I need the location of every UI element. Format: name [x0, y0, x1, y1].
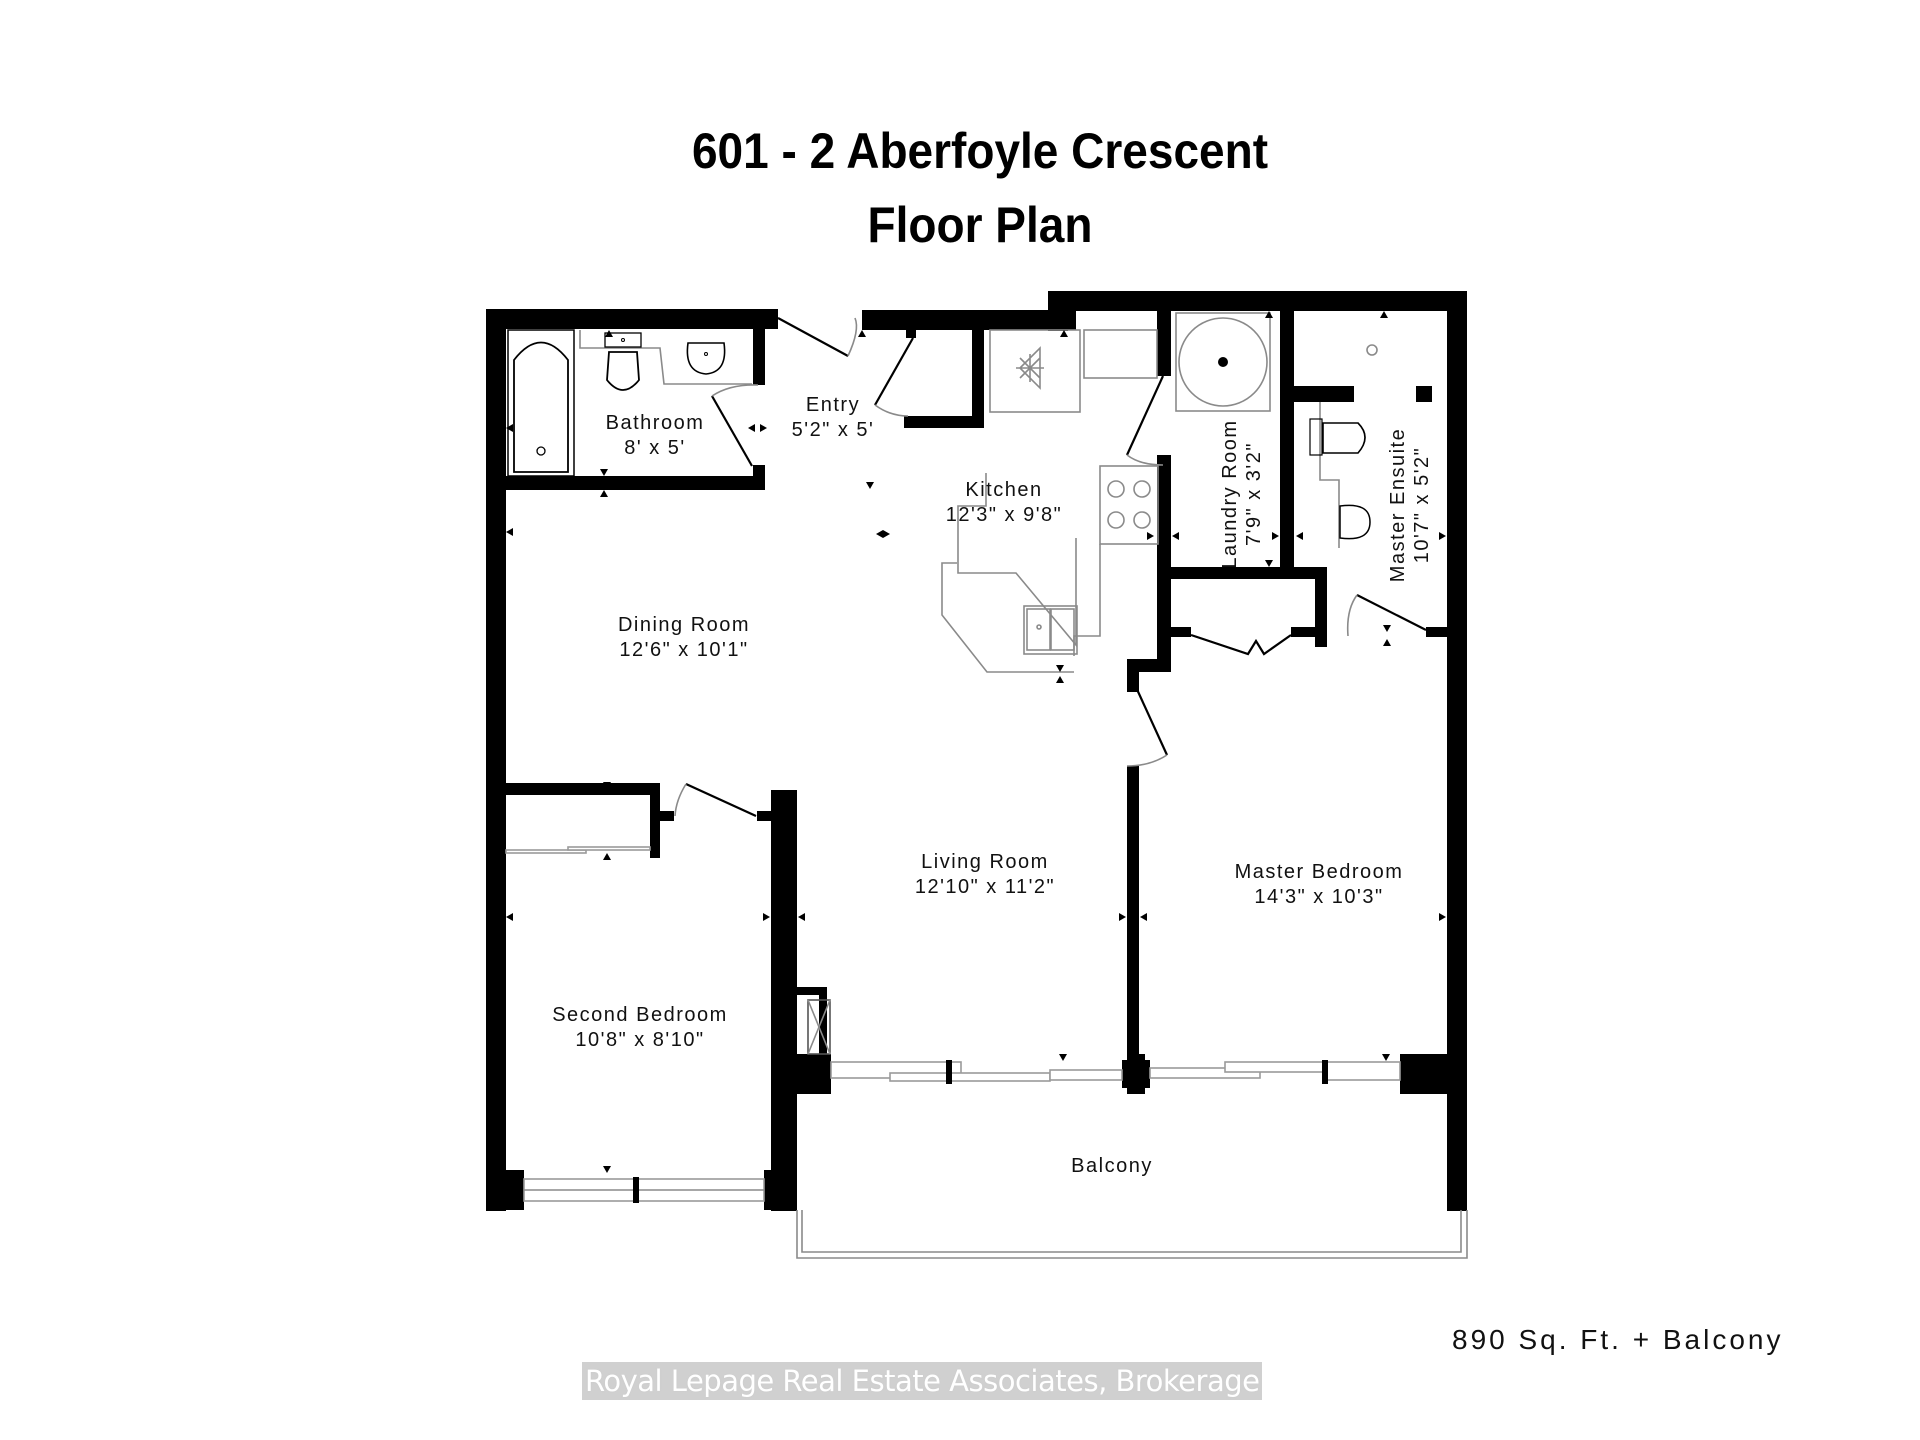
ensuite-toilet-icon — [1309, 402, 1366, 548]
room-name-laundry: Laundry Room — [1219, 419, 1241, 568]
balcony-railing — [796, 1210, 1468, 1259]
room-size-entry: 5'2" x 5' — [792, 419, 875, 441]
room-name-living-room: Living Room — [921, 851, 1049, 873]
room-size-master-ensuite: 10'7" x 5'2" — [1411, 447, 1433, 564]
walls — [486, 291, 1467, 1211]
room-name-dining-room: Dining Room — [618, 614, 750, 636]
sink-icon — [686, 342, 726, 375]
room-name-entry: Entry — [806, 394, 860, 416]
room-size-second-bedroom: 10'8" x 8'10" — [575, 1029, 704, 1051]
washer-icon — [1175, 312, 1271, 412]
shower-icon — [1366, 344, 1378, 356]
room-size-living-room: 12'10" x 11'2" — [915, 876, 1055, 898]
room-name-bathroom: Bathroom — [606, 412, 705, 434]
room-size-bathroom: 8' x 5' — [624, 437, 686, 459]
plan-title: 601 - 2 Aberfoyle Crescent — [691, 123, 1269, 179]
cabinet — [1083, 329, 1158, 379]
dimension-markers — [506, 311, 1446, 1173]
brokerage-watermark: Royal Lepage Real Estate Associates, Bro… — [582, 1362, 1263, 1400]
plan-subtitle: Floor Plan — [867, 197, 1093, 253]
stove-icon — [1099, 465, 1159, 545]
room-labels: Bathroom 8' x 5' Entry 5'2" x 5' Kitchen… — [552, 394, 1433, 1177]
room-size-kitchen: 12'3" x 9'8" — [946, 504, 1063, 526]
total-area: 890 Sq. Ft. + Balcony — [1452, 1324, 1784, 1355]
room-size-dining-room: 12'6" x 10'1" — [619, 639, 748, 661]
room-size-master-bedroom: 14'3" x 10'3" — [1254, 886, 1383, 908]
fridge-icon — [989, 329, 1081, 413]
doors — [505, 317, 1427, 854]
room-name-kitchen: Kitchen — [965, 479, 1042, 501]
ensuite-sink-icon — [1339, 504, 1371, 540]
double-sink-icon — [1023, 605, 1078, 655]
room-name-master-ensuite: Master Ensuite — [1387, 428, 1409, 582]
room-name-second-bedroom: Second Bedroom — [552, 1004, 728, 1026]
toilet-icon — [579, 330, 752, 391]
room-size-laundry: 7'9" x 3'2" — [1243, 442, 1265, 546]
room-name-master-bedroom: Master Bedroom — [1235, 861, 1404, 883]
bathtub-icon — [507, 329, 575, 477]
closet-icon — [807, 999, 831, 1055]
room-name-balcony: Balcony — [1071, 1155, 1153, 1177]
windows — [523, 1060, 1401, 1203]
